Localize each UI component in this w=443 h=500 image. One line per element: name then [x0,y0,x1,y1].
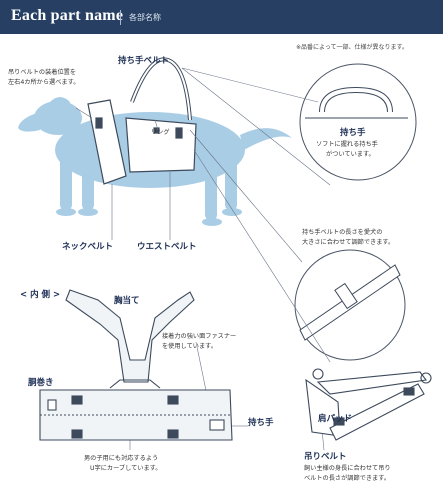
handle-belt-desc-1: 持ち手ベルトの長さを愛犬の [302,229,383,236]
label-ring: リング [151,129,170,136]
label-lift-belt: 吊りベルト [304,452,347,462]
lift-belt-desc-1: 吊りベルトの装着位置を [8,69,77,76]
label-waist-belt: ウエストベルト [137,242,197,252]
disclaimer-note: ※品番によって一部、仕様が異なります。 [296,44,408,51]
lift-belt [305,368,432,441]
label-neck-belt: ネックベルト [62,242,114,252]
diagram-illustration [18,57,432,451]
label-shoulder-pad: 肩パッド [318,414,353,424]
harness-inside-view [39,289,233,441]
page-subtitle: 各部名称 [129,13,161,22]
lift-belt-len-1: 飼い主様の身長に合わせて吊り [304,465,391,472]
label-handle: 持ち手 [340,128,366,138]
male-desc-2: U字にカーブしています。 [90,465,162,472]
header-bar: Each part name 各部名称 [0,0,443,34]
handle-zoom-circle [299,63,417,181]
harness-on-dog [87,57,197,185]
fastener-desc-1: 接着力の強い面ファスナー [162,333,237,340]
fastener-desc-2: を使用しています。 [162,343,217,350]
label-chest-pad: 胸当て [114,296,140,306]
handle-desc-2: がついています。 [326,151,375,158]
lift-belt-len-2: ベルトの長さが調節できます。 [304,475,391,482]
handle-desc-1: ソフトに握れる持ち手 [316,141,378,148]
lift-belt-desc-2: 左右4カ所から選べます。 [8,79,80,86]
male-desc-1: 男の子用にも対応するよう [84,455,159,462]
handle-belt-desc-2: 大きさに合わせて調節できます。 [302,239,395,246]
page-title: Each part name [11,7,124,24]
label-handle-belt: 持ち手ベルト [118,56,170,66]
label-inside: < 内 側 > [20,290,61,300]
header-divider [120,10,121,25]
label-handle-bottom: 持ち手 [248,418,274,428]
label-belly-wrap: 胴巻き [28,378,54,388]
